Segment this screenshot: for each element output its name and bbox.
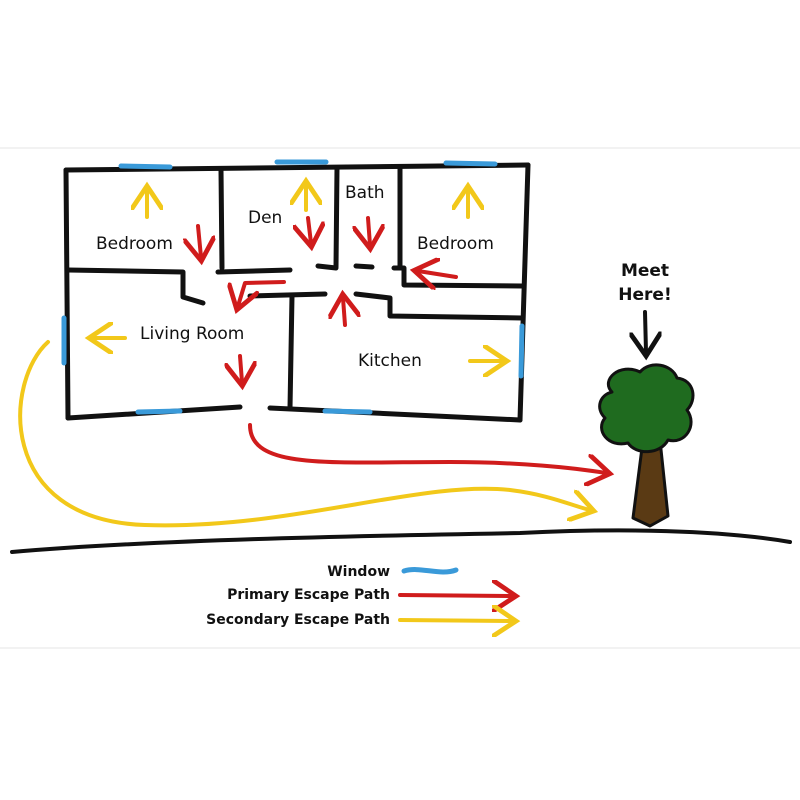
wall-bath-bottom: [353, 263, 375, 270]
legend-secondary-label: Secondary Escape Path: [206, 612, 390, 628]
primary-arrow-kitchen: [343, 298, 345, 327]
room-label-bedroom-right: Bedroom: [417, 234, 494, 254]
window-kitchen-bottom: [322, 408, 373, 415]
window-bedroom-left: [118, 163, 173, 170]
legend-primary-swatch: [398, 595, 512, 596]
legend-window-swatch: [401, 567, 459, 575]
meet-here-label-line2: Here!: [618, 285, 671, 305]
wall-living-kitchen: [287, 293, 295, 411]
primary-arrow-bedroom-left: [198, 224, 201, 257]
meet-here-label-line1: Meet: [621, 261, 669, 281]
wall-den-bottom-a: [215, 267, 293, 275]
primary-arrow-bedroom-right: [418, 271, 458, 277]
wall-bottom-right: [267, 405, 523, 423]
ground-line: [10, 528, 792, 554]
room-label-kitchen: Kitchen: [358, 351, 422, 371]
meet-here-pointer-icon: [645, 310, 646, 352]
wall-bedroom-bottom: [65, 267, 206, 306]
legend-window-label: Window: [327, 564, 390, 580]
meeting-tree: [598, 363, 695, 528]
wall-den-bottom-b: [315, 263, 339, 271]
secondary-escape-arrows: [93, 185, 503, 361]
window-living-bottom: [135, 408, 183, 415]
primary-arrow-living-room: [240, 354, 242, 382]
legend-primary-label: Primary Escape Path: [227, 587, 390, 603]
room-label-bedroom-left: Bedroom: [96, 234, 173, 254]
room-label-bath: Bath: [345, 183, 385, 203]
wall-bedroom-right-bottom: [391, 265, 525, 289]
wall-left: [63, 167, 71, 421]
primary-arrow-den: [308, 216, 311, 243]
window-kitchen: [518, 323, 525, 379]
primary-arrow-hallway: [238, 280, 286, 306]
room-label-living-room: Living Room: [140, 324, 244, 344]
primary-arrow-bath: [368, 216, 370, 245]
wall-hall-a: [247, 291, 328, 299]
secondary-escape-path-to-tree: [18, 340, 590, 528]
windows: [61, 159, 525, 415]
wall-den-bath: [333, 165, 340, 270]
window-bedroom-right: [443, 160, 498, 167]
primary-escape-arrows: [198, 216, 458, 382]
legend: Window Primary Escape Path Secondary Esc…: [206, 564, 512, 628]
wall-hall-b: [353, 291, 525, 321]
primary-escape-path-to-tree: [248, 423, 606, 473]
legend-secondary-swatch: [398, 620, 512, 621]
wall-bedroom-den: [218, 167, 225, 271]
room-label-den: Den: [248, 208, 282, 228]
floor-plan: [63, 162, 531, 423]
wall-top: [63, 162, 531, 173]
tree-foliage: [598, 363, 695, 454]
wall-right: [517, 162, 531, 423]
